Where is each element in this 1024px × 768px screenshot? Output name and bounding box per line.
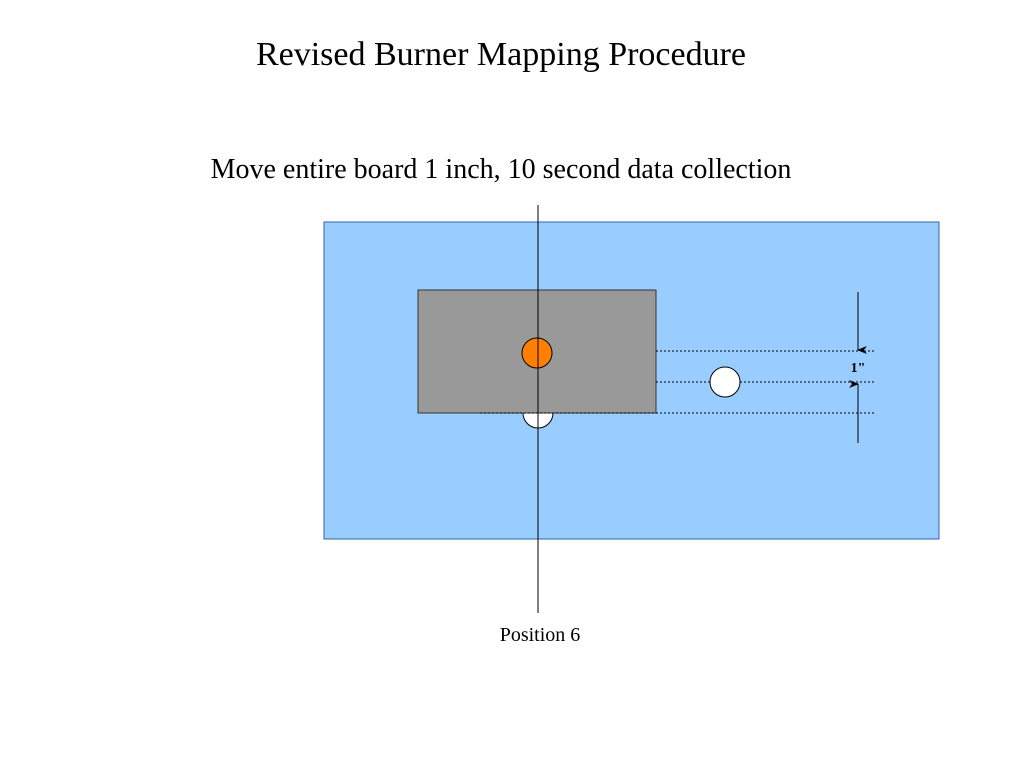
dimension-label: 1" (851, 361, 866, 376)
measurement-point-right (709, 366, 741, 398)
active-measurement-point (521, 337, 553, 369)
slide-subtitle: Move entire board 1 inch, 10 second data… (210, 154, 792, 185)
slide-title: Revised Burner Mapping Procedure (255, 36, 747, 73)
position-label: Position 6 (499, 624, 581, 646)
